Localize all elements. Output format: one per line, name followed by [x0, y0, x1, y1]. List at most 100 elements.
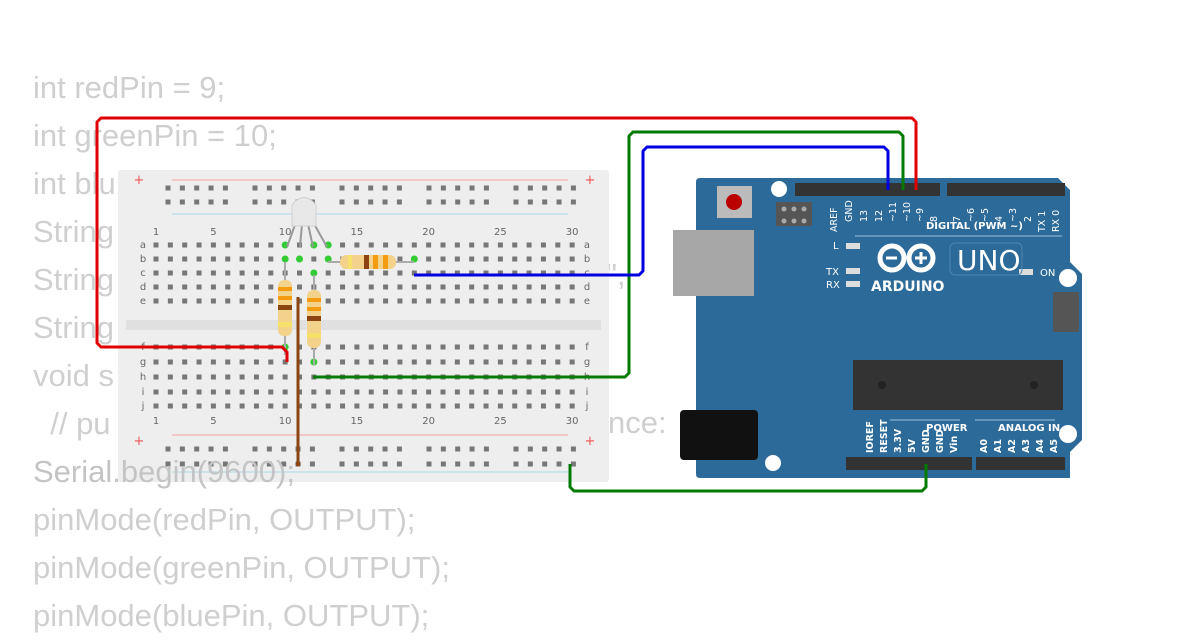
rail-hole[interactable] [440, 185, 446, 191]
breadboard-hole[interactable] [526, 284, 532, 290]
breadboard-hole[interactable] [426, 359, 432, 365]
rail-hole[interactable] [556, 446, 562, 452]
breadboard-hole[interactable] [167, 389, 173, 395]
breadboard-hole[interactable] [196, 403, 202, 409]
rail-hole[interactable] [570, 185, 576, 191]
rail-hole[interactable] [469, 185, 475, 191]
breadboard-hole[interactable] [253, 256, 259, 262]
breadboard-hole[interactable] [167, 256, 173, 262]
breadboard-hole[interactable] [397, 359, 403, 365]
breadboard-hole[interactable] [239, 270, 245, 276]
rail-hole[interactable] [483, 185, 489, 191]
breadboard-hole[interactable] [225, 374, 231, 380]
breadboard-hole[interactable] [167, 374, 173, 380]
breadboard-hole[interactable] [153, 389, 159, 395]
breadboard-hole[interactable] [225, 242, 231, 248]
reset-button-cap[interactable] [726, 194, 742, 210]
breadboard-hole[interactable] [440, 256, 446, 262]
rail-hole[interactable] [440, 199, 446, 205]
rail-hole[interactable] [252, 185, 258, 191]
rail-hole[interactable] [469, 199, 475, 205]
breadboard-hole[interactable] [182, 359, 188, 365]
breadboard-hole[interactable] [239, 284, 245, 290]
breadboard-hole[interactable] [497, 359, 503, 365]
breadboard-hole[interactable] [354, 284, 360, 290]
breadboard-hole[interactable] [196, 270, 202, 276]
breadboard-hole[interactable] [311, 389, 317, 395]
breadboard-hole[interactable] [569, 359, 575, 365]
breadboard-hole[interactable] [311, 403, 317, 409]
breadboard-hole[interactable] [483, 256, 489, 262]
breadboard-hole[interactable] [569, 389, 575, 395]
breadboard-hole[interactable] [153, 403, 159, 409]
rail-hole[interactable] [513, 199, 519, 205]
breadboard-hole[interactable] [397, 256, 403, 262]
breadboard-hole[interactable] [540, 298, 546, 304]
breadboard-hole[interactable] [368, 403, 374, 409]
rail-hole[interactable] [353, 461, 359, 467]
breadboard-hole[interactable] [225, 359, 231, 365]
breadboard-hole[interactable] [210, 242, 216, 248]
rail-hole[interactable] [440, 461, 446, 467]
breadboard-hole[interactable] [454, 284, 460, 290]
rail-hole[interactable] [194, 185, 200, 191]
breadboard-hole[interactable] [253, 242, 259, 248]
breadboard-hole[interactable] [268, 270, 274, 276]
breadboard-hole[interactable] [340, 242, 346, 248]
breadboard-hole[interactable] [469, 270, 475, 276]
breadboard-hole[interactable] [268, 389, 274, 395]
breadboard-hole[interactable] [469, 344, 475, 350]
breadboard-hole[interactable] [540, 242, 546, 248]
breadboard-hole[interactable] [268, 256, 274, 262]
breadboard-hole[interactable] [297, 270, 302, 276]
wire-red[interactable] [95, 116, 918, 362]
breadboard-hole[interactable] [368, 298, 374, 304]
breadboard-hole[interactable] [167, 403, 173, 409]
breadboard-hole[interactable] [569, 256, 575, 262]
rail-hole[interactable] [527, 461, 533, 467]
breadboard-hole[interactable] [282, 403, 288, 409]
breadboard-hole[interactable] [483, 359, 489, 365]
rail-hole[interactable] [266, 199, 272, 205]
breadboard-hole[interactable] [340, 389, 346, 395]
breadboard-hole[interactable] [526, 298, 532, 304]
breadboard-hole[interactable] [167, 284, 173, 290]
breadboard-hole[interactable] [526, 389, 532, 395]
rail-hole[interactable] [309, 461, 315, 467]
breadboard-hole[interactable] [325, 284, 331, 290]
wire-blue[interactable] [414, 145, 890, 277]
breadboard-hole[interactable] [555, 403, 561, 409]
breadboard-hole[interactable] [411, 298, 417, 304]
breadboard-hole[interactable] [397, 298, 403, 304]
breadboard-hole[interactable] [555, 359, 561, 365]
breadboard-hole[interactable] [497, 270, 503, 276]
breadboard-hole[interactable] [469, 359, 475, 365]
breadboard-hole[interactable] [325, 389, 331, 395]
breadboard-hole[interactable] [340, 344, 346, 350]
breadboard-hole[interactable] [368, 270, 374, 276]
breadboard-hole[interactable] [239, 298, 245, 304]
breadboard-hole[interactable] [383, 284, 389, 290]
breadboard-hole[interactable] [440, 403, 446, 409]
breadboard-hole[interactable] [454, 256, 460, 262]
rail-hole[interactable] [266, 185, 272, 191]
rail-hole[interactable] [556, 461, 562, 467]
breadboard-hole[interactable] [483, 389, 489, 395]
breadboard-hole[interactable] [196, 298, 202, 304]
breadboard-hole[interactable] [167, 270, 173, 276]
wire-gnd[interactable] [568, 464, 928, 493]
rail-hole[interactable] [455, 446, 461, 452]
breadboard-hole[interactable] [383, 242, 389, 248]
breadboard-hole[interactable] [526, 256, 532, 262]
rail-hole[interactable] [165, 446, 171, 452]
breadboard-hole[interactable] [268, 242, 274, 248]
wire-green[interactable] [313, 130, 905, 379]
breadboard-hole[interactable] [153, 242, 159, 248]
rail-hole[interactable] [339, 185, 345, 191]
rail-hole[interactable] [469, 446, 475, 452]
breadboard-hole[interactable] [368, 359, 374, 365]
breadboard-hole[interactable] [153, 256, 159, 262]
breadboard-hole[interactable] [411, 270, 417, 276]
rail-hole[interactable] [527, 199, 533, 205]
breadboard-hole[interactable] [426, 389, 432, 395]
